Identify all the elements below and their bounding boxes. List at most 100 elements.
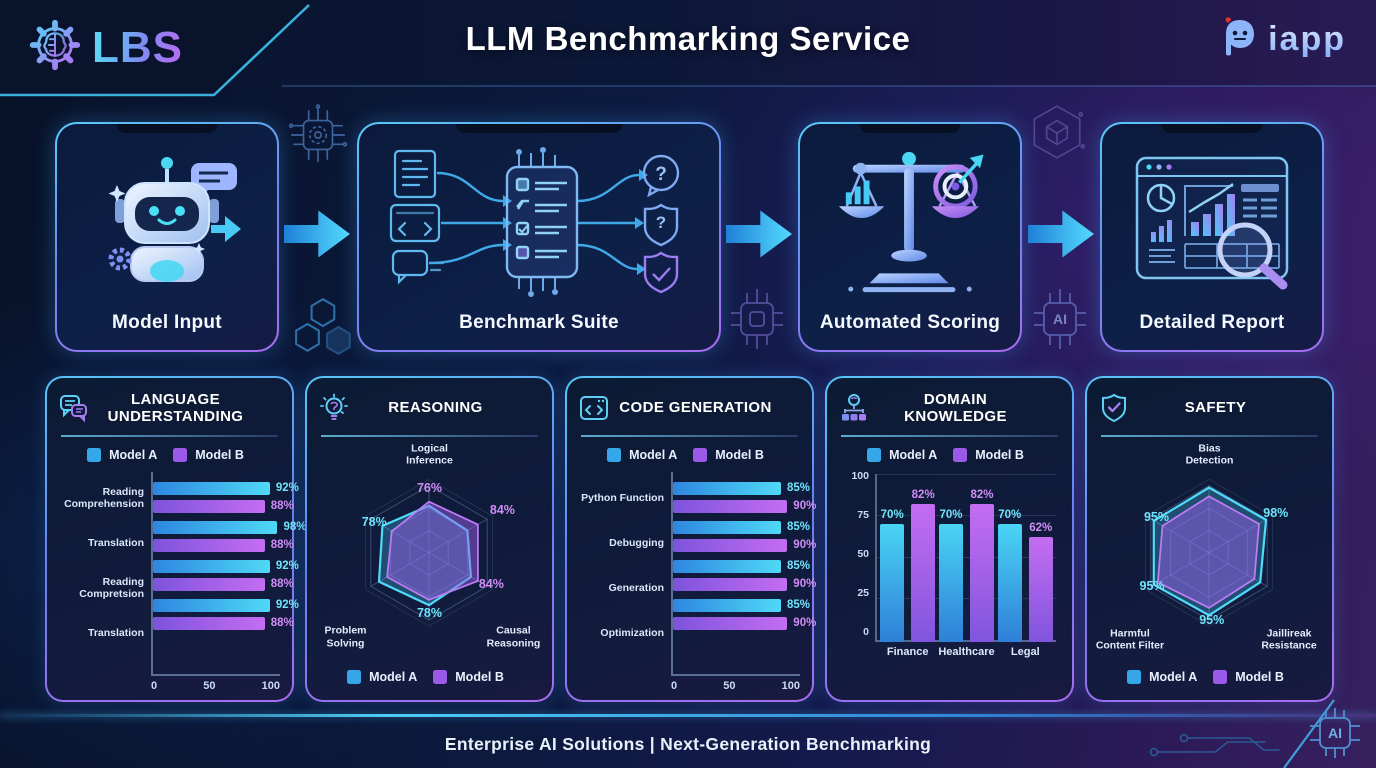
radar-value: 78% bbox=[416, 605, 443, 620]
model-b-label: Model B bbox=[975, 447, 1024, 462]
x-tick: 50 bbox=[723, 680, 736, 692]
svg-text:?: ? bbox=[656, 213, 666, 232]
divider bbox=[581, 435, 798, 437]
flow-arrow-3 bbox=[1028, 210, 1094, 258]
panel-title: SAFETY bbox=[1184, 399, 1247, 417]
radar-value: 95% bbox=[1139, 579, 1165, 594]
bar-group: 85%90% bbox=[673, 598, 816, 632]
divider bbox=[61, 435, 278, 437]
box-notch bbox=[116, 124, 218, 133]
bar-group: 92%88% bbox=[153, 598, 299, 632]
svg-text:?: ? bbox=[655, 164, 667, 185]
radar-value: 95% bbox=[1143, 510, 1169, 525]
model-a-swatch bbox=[867, 447, 882, 462]
ai-chip-icon: AI bbox=[1030, 287, 1090, 356]
model-b-swatch bbox=[953, 447, 968, 462]
category-label: Generation bbox=[608, 581, 664, 594]
svg-text:AI: AI bbox=[1053, 311, 1067, 327]
model-b-label: Model B bbox=[455, 670, 504, 684]
step-label: Model Input bbox=[112, 312, 222, 333]
category-label: Translation bbox=[87, 536, 144, 549]
footer-accent-line bbox=[0, 714, 1376, 717]
x-tick: 100 bbox=[781, 680, 800, 692]
box-notch bbox=[1161, 124, 1263, 133]
divider bbox=[841, 435, 1058, 437]
hierarchy-icon bbox=[839, 393, 873, 423]
y-tick: 0 bbox=[863, 625, 869, 638]
bar-group: 85%90% bbox=[673, 559, 816, 593]
model-a-swatch bbox=[347, 670, 362, 684]
y-tick: 25 bbox=[857, 586, 869, 599]
bar-group: 70%82%Healthcare bbox=[938, 474, 994, 662]
category-label: Debugging bbox=[609, 536, 664, 549]
divider bbox=[1101, 435, 1318, 437]
box-notch bbox=[456, 124, 622, 133]
model-b-swatch bbox=[693, 447, 708, 462]
step-model-input: Model Input bbox=[55, 122, 279, 352]
category-label: Healthcare bbox=[938, 645, 995, 658]
y-axis: 100 75 50 25 0 bbox=[839, 470, 875, 638]
divider bbox=[321, 435, 538, 437]
model-a-label: Model A bbox=[109, 447, 158, 462]
y-tick: 50 bbox=[857, 547, 869, 560]
bar-group: 70%82%Finance bbox=[880, 474, 936, 662]
footer-text: Enterprise AI Solutions | Next-Generatio… bbox=[444, 734, 932, 754]
box-notch bbox=[859, 124, 961, 133]
panel-title: DOMAIN KNOWLEDGE bbox=[904, 390, 1007, 425]
radar-value: 84% bbox=[489, 503, 515, 518]
bar-group: 98%88% bbox=[153, 520, 306, 554]
circuit-chip-icon bbox=[287, 104, 349, 171]
chat-icon bbox=[59, 393, 93, 423]
model-b-swatch bbox=[1213, 670, 1228, 684]
radar-value: 95% bbox=[1199, 612, 1225, 627]
flow-arrow-1 bbox=[284, 210, 350, 258]
panel-title: LANGUAGE UNDERSTANDING bbox=[107, 390, 244, 425]
lbs-logo: LBS bbox=[24, 14, 183, 81]
panel-title: REASONING bbox=[388, 399, 483, 417]
bar-group: 92%88% bbox=[153, 559, 299, 593]
gridlines bbox=[875, 473, 1056, 642]
hexagon-cluster-icon bbox=[292, 296, 358, 361]
model-b-label: Model B bbox=[715, 447, 764, 462]
step-automated-scoring: Automated Scoring bbox=[798, 122, 1022, 352]
x-tick: 0 bbox=[151, 680, 158, 692]
radar-value: 98% bbox=[1263, 505, 1289, 520]
robot-icon bbox=[57, 124, 277, 312]
bar-group: 70%62%Legal bbox=[997, 474, 1053, 662]
y-tick: 75 bbox=[857, 508, 869, 521]
category-label: Legal bbox=[1010, 645, 1040, 658]
benchmark-chip-icon: ? ? bbox=[359, 124, 719, 312]
model-a-label: Model A bbox=[889, 447, 938, 462]
bar-group: 85%90% bbox=[673, 481, 816, 515]
radar-value: 78% bbox=[361, 514, 387, 529]
bar-group: 85%90% bbox=[673, 520, 816, 554]
model-b-label: Model B bbox=[1235, 670, 1284, 684]
y-tick: 100 bbox=[851, 469, 869, 482]
cpu-icon bbox=[727, 287, 787, 356]
step-label: Benchmark Suite bbox=[459, 312, 619, 333]
gear-brain-icon bbox=[24, 14, 86, 81]
bulb-icon bbox=[319, 393, 353, 423]
model-b-swatch bbox=[173, 447, 188, 462]
